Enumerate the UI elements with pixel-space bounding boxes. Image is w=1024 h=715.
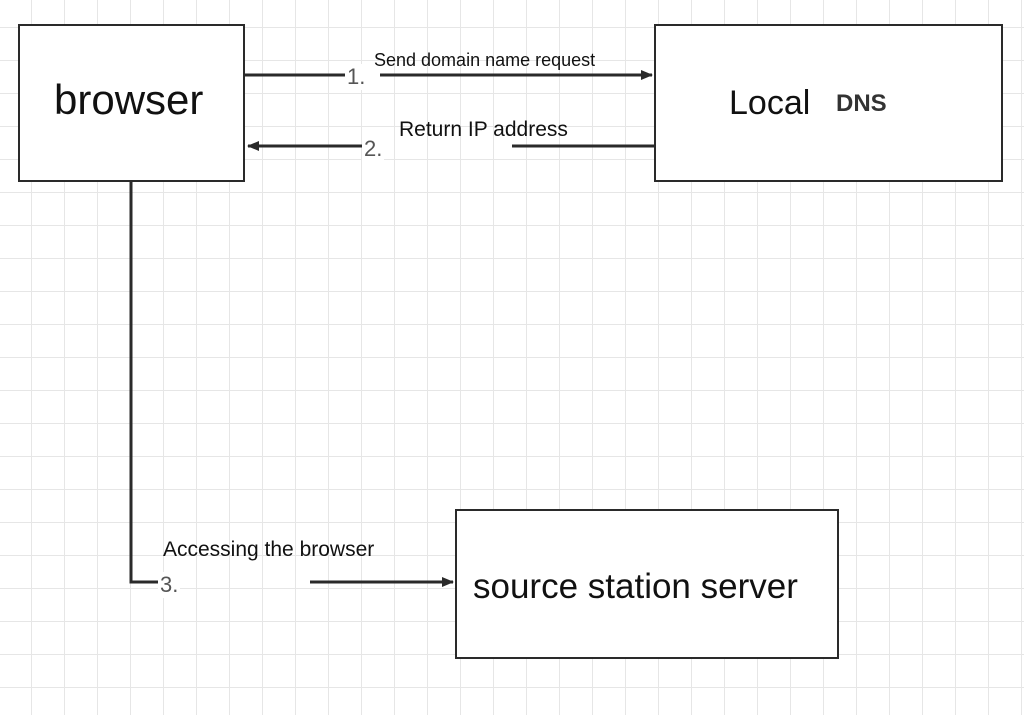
edge-2-label: Return IP address [399, 118, 568, 141]
edge-1-label: Send domain name request [374, 50, 596, 70]
local-dns-node-label: Local [729, 84, 811, 122]
edge-2-number: 2. [362, 136, 385, 162]
browser-node-label: browser [54, 76, 204, 123]
edge-3-number: 3. [158, 572, 181, 598]
local-dns-node-abbr: DNS [836, 90, 887, 117]
browser-node[interactable]: browser [18, 24, 245, 182]
edge-1-number: 1. [345, 64, 368, 90]
edge-3-arrow [129, 182, 454, 587]
edge-3-label: Accessing the browser [163, 538, 375, 561]
source-station-server-label: source station server [473, 567, 798, 606]
local-dns-node[interactable]: Local DNS [654, 24, 1003, 182]
source-station-server-node[interactable]: source station server [455, 509, 839, 659]
